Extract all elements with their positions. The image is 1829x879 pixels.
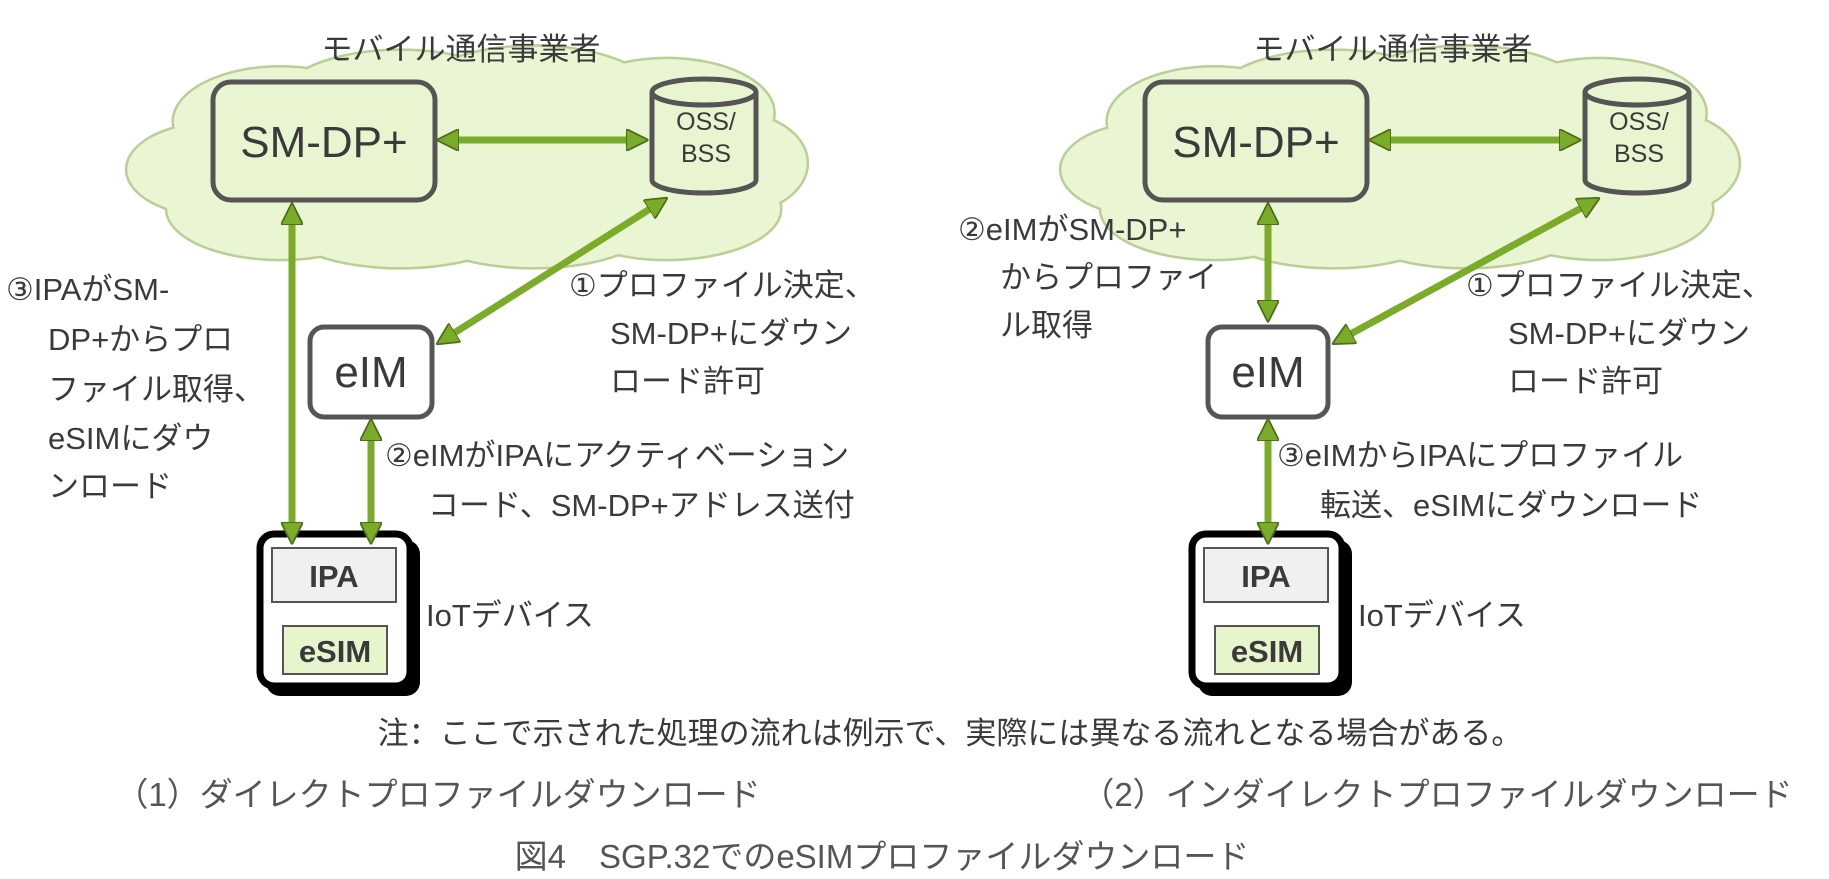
device-label: IoTデバイス: [426, 598, 594, 633]
arrow-oss-eim: [1336, 200, 1596, 342]
svg-text:ファイル取得、: ファイル取得、: [48, 372, 265, 407]
panel-indirect: モバイル通信事業者 SM-DP+ OSS/ BSS eIM IPA eSIM I…: [958, 32, 1773, 696]
svg-text:ル取得: ル取得: [1000, 308, 1093, 343]
bss-label: BSS: [681, 140, 731, 168]
svg-text:SM-DP+にダウン: SM-DP+にダウン: [610, 316, 852, 351]
svg-text:②eIMがSM-DP+: ②eIMがSM-DP+: [958, 212, 1186, 247]
bss-label: BSS: [1614, 140, 1664, 168]
eim-label: eIM: [1231, 348, 1304, 397]
arrow-oss-eim: [440, 200, 664, 342]
svg-text:SM-DP+にダウン: SM-DP+にダウン: [1508, 316, 1750, 351]
esim-box: [1214, 625, 1320, 675]
svg-text:②eIMがIPAにアクティベーション: ②eIMがIPAにアクティベーション: [385, 438, 849, 473]
ipa-box: [1203, 547, 1329, 603]
svg-text:③IPAがSM-: ③IPAがSM-: [6, 272, 169, 307]
step2-text: ②eIMがIPAにアクティベーション コード、SM-DP+アドレス送付: [385, 438, 855, 523]
eim-label: eIM: [334, 348, 407, 397]
ipa-label: IPA: [309, 559, 358, 594]
svg-text:DP+からプロ: DP+からプロ: [48, 322, 233, 357]
operator-label: モバイル通信事業者: [322, 32, 601, 67]
svg-text:ロード許可: ロード許可: [1508, 364, 1663, 399]
esim-box: [282, 625, 388, 675]
caption-indirect: （2）インダイレクトプロファイルダウンロード: [1081, 776, 1792, 813]
svg-text:eSIMにダウ: eSIMにダウ: [48, 421, 213, 456]
iot-device: IPA eSIM: [1188, 530, 1352, 696]
svg-text:③eIMからIPAにプロファイル: ③eIMからIPAにプロファイル: [1277, 438, 1683, 473]
step1-text: ①プロファイル決定、 SM-DP+にダウン ロード許可: [569, 268, 876, 399]
smdp-label: SM-DP+: [1172, 118, 1339, 167]
svg-text:転送、eSIMにダウンロード: 転送、eSIMにダウンロード: [1320, 488, 1702, 523]
step1-text: ①プロファイル決定、 SM-DP+にダウン ロード許可: [1466, 268, 1773, 399]
caption-direct: （1）ダイレクトプロファイルダウンロード: [115, 776, 760, 813]
eim-box: [1205, 324, 1331, 420]
device-label: IoTデバイス: [1358, 598, 1526, 633]
svg-text:ロード許可: ロード許可: [610, 364, 765, 399]
svg-text:からプロファイ: からプロファイ: [1000, 260, 1217, 295]
oss-label: OSS/: [1609, 108, 1669, 136]
svg-text:①プロファイル決定、: ①プロファイル決定、: [569, 268, 876, 303]
note-text: 注：ここで示された処理の流れは例示で、実際には異なる流れとなる場合がある。: [378, 716, 1523, 751]
svg-text:①プロファイル決定、: ①プロファイル決定、: [1466, 268, 1773, 303]
step3-text: ③eIMからIPAにプロファイル 転送、eSIMにダウンロード: [1277, 438, 1702, 523]
oss-bss-database-icon: [1582, 76, 1692, 196]
svg-text:コード、SM-DP+アドレス送付: コード、SM-DP+アドレス送付: [428, 488, 855, 523]
oss-label: OSS/: [676, 108, 736, 136]
ipa-box: [271, 547, 397, 603]
svg-text:ンロード: ンロード: [48, 469, 172, 504]
iot-device: IPA eSIM: [256, 530, 420, 696]
smdp-label: SM-DP+: [240, 118, 407, 167]
smdp-box: [210, 79, 438, 203]
esim-label: eSIM: [299, 634, 371, 669]
ipa-label: IPA: [1241, 559, 1290, 594]
operator-label: モバイル通信事業者: [1254, 32, 1533, 67]
smdp-box: [1142, 79, 1370, 203]
step2-text: ②eIMがSM-DP+ からプロファイ ル取得: [958, 212, 1217, 343]
esim-label: eSIM: [1231, 634, 1303, 669]
eim-box: [307, 324, 435, 420]
oss-bss-database-icon: [649, 76, 759, 196]
figure-title: 図4 SGP.32でのeSIMプロファイルダウンロード: [515, 838, 1250, 875]
panel-direct: モバイル通信事業者 SM-DP+ OSS/ BSS eIM IPA eSIM I…: [6, 32, 876, 696]
step3-text: ③IPAがSM- DP+からプロ ファイル取得、 eSIMにダウ ンロード: [6, 272, 265, 504]
